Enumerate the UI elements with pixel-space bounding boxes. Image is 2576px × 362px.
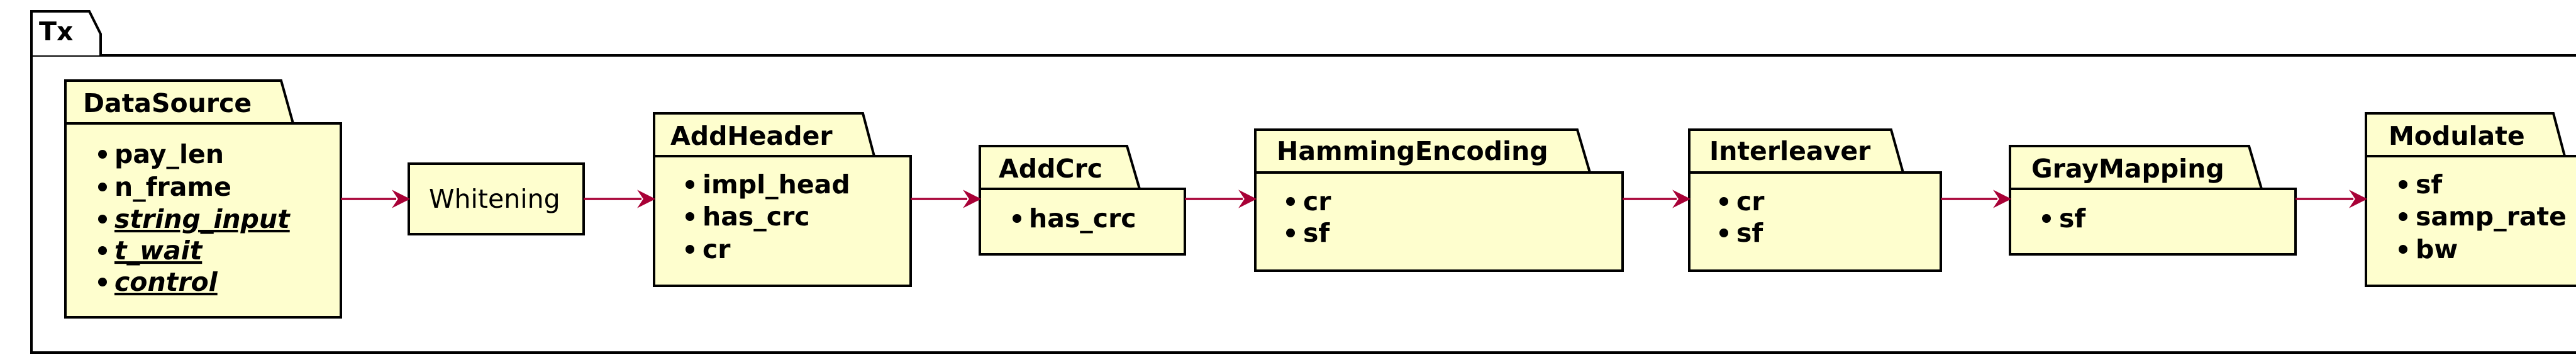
arrow-head-icon bbox=[1993, 189, 2012, 208]
field-label: n_frame bbox=[114, 172, 231, 202]
field-label: cr bbox=[702, 234, 731, 264]
field-label: bw bbox=[2416, 234, 2458, 264]
block-tab bbox=[2009, 145, 2263, 189]
arrow-head-icon bbox=[392, 189, 411, 208]
arrow-head-icon bbox=[637, 189, 656, 208]
field-label: has_crc bbox=[702, 201, 810, 232]
bullet-icon bbox=[2399, 245, 2407, 254]
flow-arrow-whitening-to-addheader bbox=[584, 189, 656, 208]
block-tab bbox=[2365, 112, 2566, 157]
block-body bbox=[64, 122, 342, 319]
bullet-icon bbox=[1013, 214, 1021, 223]
tx-tab bbox=[30, 10, 102, 55]
field-label: t_wait bbox=[114, 235, 203, 266]
block-addcrc[interactable]: AddCrc has_crc bbox=[979, 145, 1186, 256]
bullet-icon bbox=[686, 245, 694, 254]
flow-arrow-addheader-to-addcrc bbox=[911, 189, 982, 208]
block-modulate[interactable]: Modulate sf samp_rate bw bbox=[2365, 112, 2576, 287]
field-label: has_crc bbox=[1029, 203, 1136, 234]
arrow-head-icon bbox=[2349, 189, 2368, 208]
block-title: GrayMapping bbox=[2031, 154, 2224, 184]
block-tab bbox=[64, 79, 294, 124]
field-label: samp_rate bbox=[2416, 201, 2567, 232]
field-label: impl_head bbox=[702, 169, 850, 200]
block-title: AddHeader bbox=[670, 121, 833, 151]
flow-arrow-datasource-to-whitening bbox=[341, 189, 411, 208]
bullet-icon bbox=[686, 180, 694, 189]
block-title: Interleaver bbox=[1709, 136, 1871, 166]
bullet-icon bbox=[1719, 197, 1728, 206]
arrow-head-icon bbox=[1238, 189, 1257, 208]
flow-arrow-hammingencoding-to-interleaver bbox=[1623, 189, 1691, 208]
bullet-icon bbox=[1719, 229, 1728, 237]
field-label: string_input bbox=[114, 204, 291, 234]
field-label: sf bbox=[2059, 203, 2086, 234]
bullet-icon bbox=[98, 246, 107, 255]
field-label: pay_len bbox=[114, 139, 224, 169]
bullet-icon bbox=[2042, 214, 2051, 223]
bullet-icon bbox=[2399, 180, 2407, 189]
field-label: sf bbox=[1303, 218, 1330, 248]
field-label: control bbox=[114, 267, 218, 297]
field-label: sf bbox=[2416, 169, 2443, 200]
block-body bbox=[653, 155, 912, 287]
block-datasource[interactable]: DataSource pay_len n_frame string_input … bbox=[64, 79, 342, 319]
field-label: sf bbox=[1736, 218, 1763, 248]
flow-arrow-interleaver-to-graymapping bbox=[1941, 189, 2012, 208]
block-tab bbox=[979, 145, 1141, 189]
bullet-icon bbox=[98, 278, 107, 286]
block-title: Whitening bbox=[429, 184, 560, 214]
block-graymapping[interactable]: GrayMapping sf bbox=[2009, 145, 2297, 256]
field-label: cr bbox=[1736, 186, 1765, 217]
bullet-icon bbox=[2399, 212, 2407, 221]
block-title: DataSource bbox=[83, 88, 252, 118]
bullet-icon bbox=[98, 150, 107, 159]
arrow-head-icon bbox=[1672, 189, 1691, 208]
bullet-icon bbox=[1286, 229, 1295, 237]
block-body bbox=[1254, 171, 1624, 272]
block-body bbox=[2365, 155, 2576, 287]
tx-label: Tx bbox=[39, 16, 73, 47]
bullet-icon bbox=[98, 183, 107, 191]
bullet-icon bbox=[98, 215, 107, 223]
bullet-icon bbox=[1286, 197, 1295, 206]
flow-arrow-addcrc-to-hammingencoding bbox=[1185, 189, 1257, 208]
block-tab bbox=[1254, 128, 1591, 173]
block-title: Modulate bbox=[2389, 121, 2525, 151]
block-addheader[interactable]: AddHeader impl_head has_crc cr bbox=[653, 112, 912, 287]
block-body bbox=[2009, 188, 2297, 256]
block-tab bbox=[653, 112, 875, 157]
flow-arrows bbox=[341, 189, 2368, 208]
bullet-icon bbox=[686, 212, 694, 221]
block-hammingencoding[interactable]: HammingEncoding cr sf bbox=[1254, 128, 1624, 272]
field-label: cr bbox=[1303, 186, 1331, 217]
arrow-head-icon bbox=[963, 189, 982, 208]
block-title: AddCrc bbox=[999, 154, 1102, 184]
flow-arrow-graymapping-to-modulate bbox=[2296, 189, 2368, 208]
block-interleaver[interactable]: Interleaver cr sf bbox=[1688, 128, 1942, 272]
block-tab bbox=[1688, 128, 1904, 173]
block-whitening[interactable]: Whitening bbox=[408, 162, 585, 235]
block-body bbox=[1688, 171, 1942, 272]
block-title: HammingEncoding bbox=[1277, 136, 1548, 166]
